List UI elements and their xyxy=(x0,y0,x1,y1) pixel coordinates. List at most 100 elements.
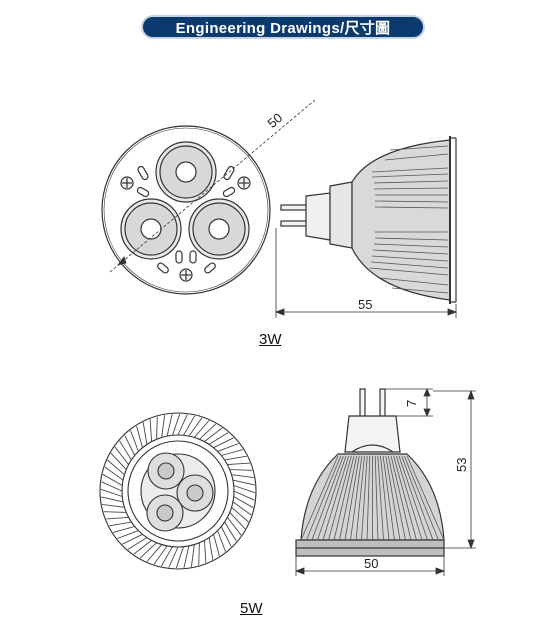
screw-right xyxy=(237,176,251,190)
fin-line xyxy=(208,537,214,560)
fin-line xyxy=(107,459,125,476)
fin-line xyxy=(130,430,139,452)
fin-line xyxy=(221,449,244,456)
fin-line xyxy=(183,545,190,568)
fin-line xyxy=(396,455,423,541)
dim-diameter-label-3w: 50 xyxy=(264,110,285,131)
fin-line xyxy=(103,511,127,513)
fin-line xyxy=(199,423,217,440)
fin-line xyxy=(208,432,229,445)
dimension-height-5w xyxy=(433,389,476,550)
fin-line xyxy=(374,455,379,541)
fin-line xyxy=(117,530,139,539)
fin-line xyxy=(382,455,395,541)
fin-line xyxy=(102,503,125,508)
fin-line xyxy=(227,517,242,536)
fin-line xyxy=(104,466,124,481)
fin-line xyxy=(114,446,129,465)
fin-line xyxy=(403,455,439,541)
fin-line xyxy=(139,542,157,559)
fin-line xyxy=(390,455,412,541)
fin-line xyxy=(350,455,363,541)
fin-line xyxy=(188,417,203,437)
dimension-pin-5w xyxy=(385,387,433,418)
fin-line xyxy=(398,455,428,541)
fin-line xyxy=(311,455,344,541)
side-view-5w xyxy=(295,388,445,557)
fin-line xyxy=(190,544,195,567)
fin-line xyxy=(100,488,123,497)
screw-bottom xyxy=(179,268,193,282)
fin-line xyxy=(177,414,188,436)
fin-line xyxy=(101,496,124,503)
led-lens-right xyxy=(188,198,250,260)
fin-line xyxy=(380,455,390,541)
fin-line xyxy=(124,435,136,456)
fin-line xyxy=(160,546,173,567)
fin-line xyxy=(333,455,355,541)
fin-line xyxy=(300,455,339,541)
fin-line xyxy=(385,455,401,541)
dim-height-label-5w: 53 xyxy=(454,458,469,472)
dimension-width-5w xyxy=(294,556,446,576)
fin-line xyxy=(133,540,152,555)
fin-line xyxy=(153,545,168,565)
fin-line xyxy=(233,485,256,494)
fin-line xyxy=(322,455,349,541)
side-fins-5w xyxy=(300,455,445,541)
fin-line xyxy=(109,521,132,527)
fin-line xyxy=(377,455,384,541)
side-view-3w xyxy=(280,136,457,304)
fin-line xyxy=(110,452,127,470)
fin-line xyxy=(119,440,132,461)
fin-line xyxy=(232,479,255,486)
fin-line xyxy=(166,414,173,437)
dimension-length-3w xyxy=(274,228,458,318)
led-lens-left xyxy=(120,198,182,260)
dim-length-label-3w: 55 xyxy=(358,297,372,312)
fin-line xyxy=(339,455,357,541)
fin-line xyxy=(122,533,143,545)
fin-line xyxy=(183,415,196,436)
screw-left xyxy=(120,176,134,190)
caption-5w: 5W xyxy=(240,600,263,617)
fins-3w xyxy=(369,145,449,294)
fin-line xyxy=(233,496,254,509)
front-view-3w xyxy=(101,125,271,295)
fin-line xyxy=(106,516,129,520)
dim-width-label-5w: 50 xyxy=(364,556,378,571)
fin-line xyxy=(142,422,148,445)
fin-line xyxy=(112,526,135,533)
fin-line xyxy=(224,521,237,542)
fin-line xyxy=(229,469,253,471)
fin-line xyxy=(227,462,250,466)
fin-line xyxy=(328,455,352,541)
fin-line xyxy=(232,501,252,516)
fin-line xyxy=(366,455,371,541)
fin-line xyxy=(204,427,223,442)
caption-3w: 3W xyxy=(259,331,282,348)
led-lens-top xyxy=(155,141,217,203)
radial-fins-5w xyxy=(100,413,256,569)
fin-line xyxy=(102,473,123,486)
fin-line xyxy=(203,540,207,563)
fin-line xyxy=(217,530,226,552)
fin-line xyxy=(388,455,406,541)
fin-line xyxy=(127,537,148,550)
fin-line xyxy=(229,512,246,530)
fin-line xyxy=(175,546,184,569)
fin-line xyxy=(198,542,200,566)
fin-line xyxy=(406,455,445,541)
fin-line xyxy=(172,413,181,436)
fin-line xyxy=(224,455,247,461)
fin-line xyxy=(317,455,347,541)
header-banner: Engineering Drawings/尺寸圖 xyxy=(141,15,425,39)
fin-line xyxy=(193,420,210,438)
fin-line xyxy=(149,419,153,442)
fin-line xyxy=(146,544,163,562)
fin-line xyxy=(231,474,254,479)
fin-line xyxy=(101,481,123,492)
led-cluster-5w xyxy=(140,452,216,532)
fin-line xyxy=(355,455,365,541)
